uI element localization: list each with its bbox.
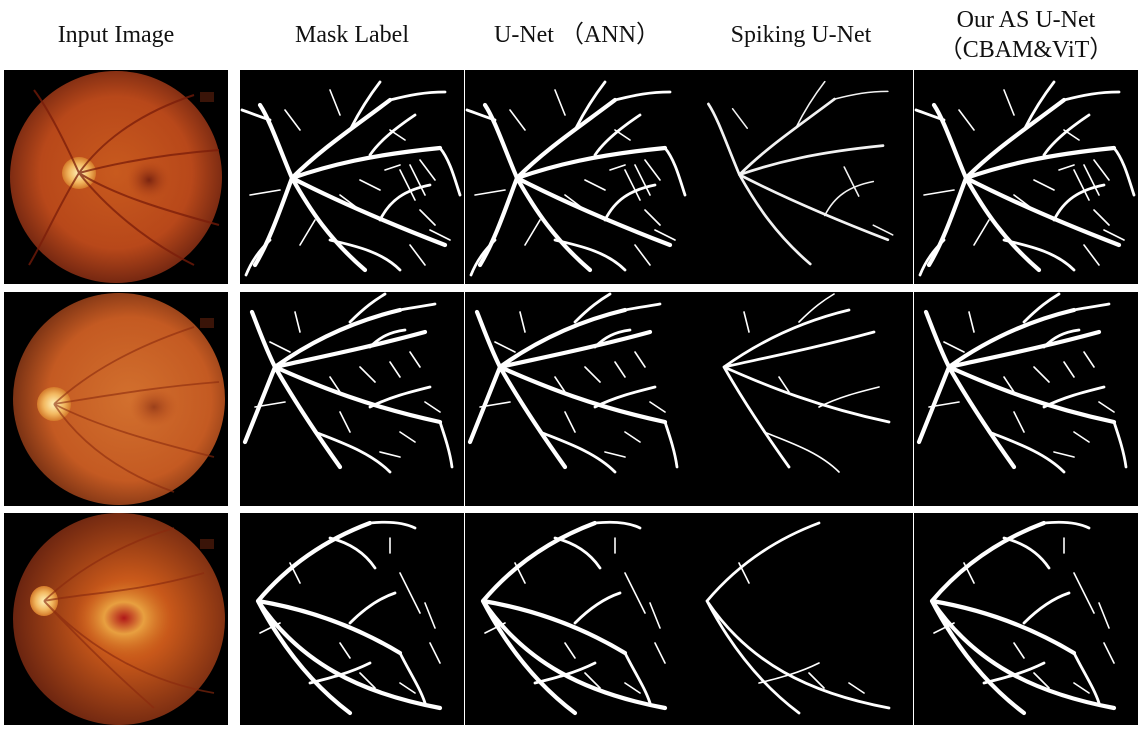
vessel-mask-2 [240, 292, 464, 506]
unet-ann-output-3 [465, 513, 689, 725]
as-unet-output-3 [914, 513, 1138, 725]
header-spiking-unet-text: Spiking U-Net [730, 22, 872, 48]
as-unet-output-2 [914, 292, 1138, 506]
vessel-mask-3 [914, 513, 1138, 725]
spiking-unet-output-1 [689, 70, 913, 284]
mask-label-3 [240, 513, 464, 725]
vessel-mask-2 [465, 292, 689, 506]
header-mask-label-text: Mask Label [295, 22, 409, 48]
fundus-photo-2 [4, 292, 228, 506]
header-as-unet-line1: Our AS U-Net [956, 7, 1096, 33]
header-unet-ann: U-Net （ANN） [465, 0, 689, 70]
fundus-photo-1 [4, 70, 228, 284]
header-input-image: Input Image [4, 0, 228, 70]
input-image-3 [4, 513, 228, 725]
header-mask-label: Mask Label [240, 0, 464, 70]
vessel-mask-1 [240, 70, 464, 284]
vessel-mask-1 [707, 80, 894, 266]
header-as-unet-line2: （CBAM&ViT） [938, 37, 1114, 63]
input-image-1 [4, 70, 228, 284]
vessel-mask-1 [465, 70, 689, 284]
header-unet-ann-text: U-Net （ANN） [494, 22, 660, 48]
fundus-photo-3 [4, 513, 228, 725]
vessel-mask-1 [914, 70, 1138, 284]
mask-label-2 [240, 292, 464, 506]
vessel-mask-3 [705, 521, 891, 715]
input-image-2 [4, 292, 228, 506]
unet-ann-output-1 [465, 70, 689, 284]
vessel-mask-2 [914, 292, 1138, 506]
spiking-unet-output-3 [689, 513, 913, 725]
header-input-image-text: Input Image [57, 22, 175, 48]
vessel-mask-3 [240, 513, 464, 725]
vessel-mask-2 [722, 293, 891, 473]
mask-label-1 [240, 70, 464, 284]
unet-ann-output-2 [465, 292, 689, 506]
header-spiking-unet: Spiking U-Net [689, 0, 913, 70]
vessel-mask-3 [465, 513, 689, 725]
header-as-unet: Our AS U-Net （CBAM&ViT） [914, 0, 1138, 70]
spiking-unet-output-2 [689, 292, 913, 506]
as-unet-output-1 [914, 70, 1138, 284]
